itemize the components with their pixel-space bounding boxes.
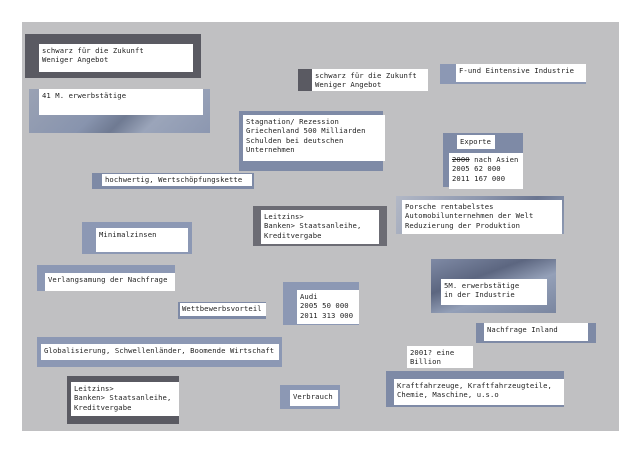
note-audi: Audi 2005 50 000 2011 313 000 [283, 282, 359, 325]
note-text: Leitzins> Banken> Staatsanleihe, Kreditv… [261, 210, 379, 244]
note-text: 5M. erwerbstätige in der Industrie [441, 279, 547, 305]
note-2001-billion: 2001? eine Billion [407, 346, 475, 368]
note-text: Kraftfahrzeuge, Kraftfahrzeugteile, Chem… [394, 379, 564, 405]
struck-year: 2000 [452, 155, 470, 164]
note-text: 2001? eine Billion [407, 346, 473, 368]
note-hochwertig: hochwertig, Wertschöpfungskette [92, 173, 254, 189]
note-text: Globalisierung, Schwellenländer, Boomend… [41, 344, 279, 360]
note-kraftfahrzeuge: Kraftfahrzeuge, Kraftfahrzeugteile, Chem… [386, 371, 564, 407]
note-schwarz-zukunft-1: schwarz für die Zukunft Weniger Angebot [25, 34, 201, 78]
note-exporte: Exporte 2000 nach Asien 2005 62 000 2011… [443, 133, 523, 189]
note-stagnation-rezession: Stagnation/ Rezession Griechenland 500 M… [239, 111, 385, 171]
note-text: hochwertig, Wertschöpfungskette [102, 174, 252, 186]
note-verlangsamung: Verlangsamung der Nachfrage [37, 265, 175, 291]
note-minimalzinsen: Minimalzinsen [82, 222, 192, 254]
note-wettbewerbsvorteil: Wettbewerbsvorteil [178, 302, 266, 319]
note-body: nach Asien 2005 62 000 2011 167 000 [452, 155, 519, 183]
note-porsche: Porsche rentabelstes Automobilunternehme… [396, 196, 564, 234]
note-globalisierung: Globalisierung, Schwellenländer, Boomend… [37, 337, 282, 367]
note-text: Leitzins> Banken> Staatsanleihe, Kreditv… [71, 382, 179, 416]
note-5m-erwerbstaetige: 5M. erwerbstätige in der Industrie [431, 259, 556, 313]
note-text: Porsche rentabelstes Automobilunternehme… [402, 200, 562, 234]
note-text: Wettbewerbsvorteil [180, 303, 266, 316]
note-text: schwarz für die Zukunft Weniger Angebot [39, 44, 193, 72]
note-text: Stagnation/ Rezession Griechenland 500 M… [243, 115, 385, 161]
note-leitzins-2: Leitzins> Banken> Staatsanleihe, Kreditv… [67, 376, 179, 424]
note-text: Nachfrage Inland [484, 323, 588, 341]
note-text: Verbrauch [290, 390, 338, 406]
note-nachfrage-inland: Nachfrage Inland [476, 323, 596, 343]
note-f-intensive-industrie: F-und Eintensive Industrie [440, 64, 586, 84]
note-text: Minimalzinsen [96, 228, 188, 252]
note-text: Verlangsamung der Nachfrage [45, 273, 175, 291]
note-text: F-und Eintensive Industrie [456, 64, 586, 82]
note-text: 41 M. erwerbstätige [39, 89, 203, 115]
note-verbrauch: Verbrauch [280, 385, 340, 409]
note-text: schwarz für die Zukunft Weniger Angebot [312, 69, 428, 91]
note-text: Audi 2005 50 000 2011 313 000 [297, 290, 359, 324]
note-schwarz-zukunft-2: schwarz für die Zukunft Weniger Angebot [298, 69, 428, 91]
note-text: 2000 nach Asien 2005 62 000 2011 167 000 [449, 153, 523, 189]
note-leitzins-1: Leitzins> Banken> Staatsanleihe, Kreditv… [253, 206, 387, 246]
concept-board: schwarz für die Zukunft Weniger Angebot … [22, 22, 619, 431]
note-title: Exporte [457, 135, 495, 149]
note-41m-erwerbstaetige: 41 M. erwerbstätige [29, 89, 210, 133]
